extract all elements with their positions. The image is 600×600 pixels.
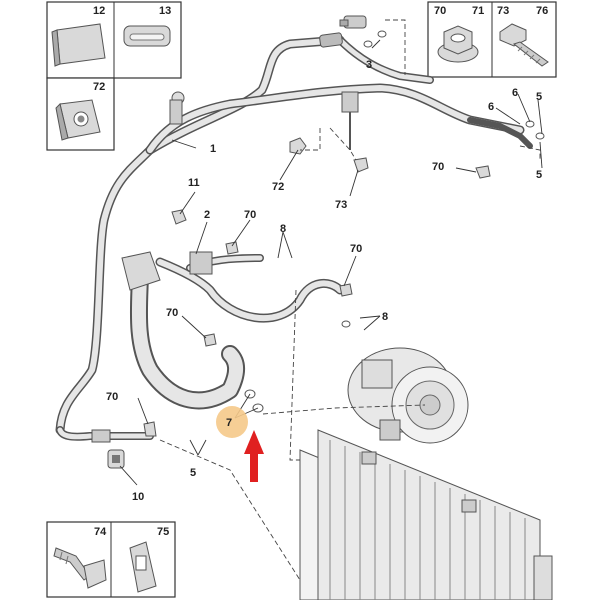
inset-label-76: 76 <box>536 5 548 17</box>
callout-7: 7 <box>226 417 232 429</box>
callout-2: 2 <box>204 209 210 221</box>
dashed-assembly-lines <box>159 19 541 581</box>
clip-part-75 <box>129 541 157 593</box>
inset-label-70: 70 <box>434 5 446 17</box>
small-fasteners <box>143 120 545 437</box>
callout-70-right: 70 <box>350 243 362 255</box>
flange-bolt-part-73 <box>499 23 549 67</box>
red-arrow-indicator <box>244 430 264 482</box>
pressure-switch-3 <box>339 15 387 48</box>
inset-box-bottom-left: 74 75 <box>46 521 176 598</box>
inset-label-12: 12 <box>93 5 105 17</box>
callout-5-bottom: 5 <box>190 467 196 479</box>
callout-10: 10 <box>132 491 144 503</box>
inset-label-75: 75 <box>157 526 169 538</box>
hose-2 <box>121 251 345 410</box>
bracket-part-10 <box>107 449 125 469</box>
highlight-circle-part-7 <box>216 406 248 438</box>
inset-label-72: 72 <box>93 81 105 93</box>
condenser <box>299 429 553 600</box>
inset-box-top-right: 70 71 73 76 <box>427 1 557 78</box>
callout-11: 11 <box>188 177 200 189</box>
callout-6-left: 6 <box>488 101 494 113</box>
compressor <box>347 347 469 444</box>
callout-1: 1 <box>210 143 216 155</box>
callout-72: 72 <box>272 181 284 193</box>
edge-clip-part-13 <box>123 25 171 47</box>
callout-5-right-top: 5 <box>536 91 542 103</box>
push-rivet-part-74 <box>53 547 107 589</box>
cage-nut-part-72 <box>55 99 101 141</box>
inset-label-71: 71 <box>472 5 484 17</box>
inset-label-13: 13 <box>159 5 171 17</box>
leader-lines <box>119 39 543 486</box>
inset-label-74: 74 <box>94 526 107 538</box>
main-pipe-1 <box>55 32 533 435</box>
tape-strip-part-12 <box>51 23 106 67</box>
callout-labels: 1 2 3 5 5 5 6 6 7 8 8 10 11 70 70 70 70 … <box>106 59 542 503</box>
callout-6-right: 6 <box>512 87 518 99</box>
lower-tube <box>56 426 154 443</box>
callout-70-hose: 70 <box>166 307 178 319</box>
callout-70-far-right: 70 <box>432 161 444 173</box>
callout-8-top: 8 <box>280 223 286 235</box>
inset-box-top-left: 12 13 72 <box>46 1 182 151</box>
callout-5-right-bottom: 5 <box>536 169 542 181</box>
callout-70-mid: 70 <box>244 209 256 221</box>
inset-label-73: 73 <box>497 5 509 17</box>
flange-nut-part-70 <box>437 25 479 63</box>
callout-73: 73 <box>335 199 347 211</box>
callout-3: 3 <box>366 59 372 71</box>
callout-8-right: 8 <box>382 311 388 323</box>
callout-70-left: 70 <box>106 391 118 403</box>
